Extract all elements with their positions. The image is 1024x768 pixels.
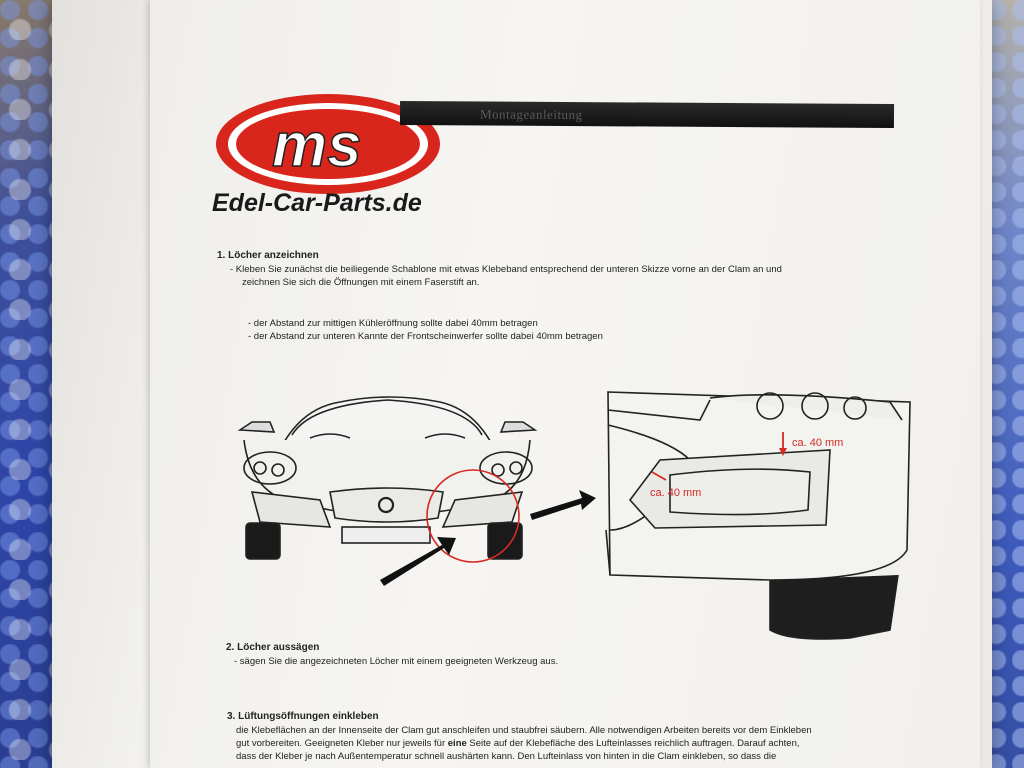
section3-line3: dass der Kleber je nach Außentemperatur …: [236, 751, 777, 762]
document-title: Montageanleitung: [479, 106, 583, 123]
logo-mark: ms: [272, 111, 362, 180]
section2-line1: - sägen Sie die angezeichneten Löcher mi…: [234, 656, 559, 667]
section3-line1: die Klebeflächen an der Innenseite der C…: [236, 725, 812, 736]
title-bar: Montageanleitung: [399, 101, 895, 129]
section1-line1: - Kleben Sie zunächst die beiliegende Sc…: [230, 264, 782, 275]
section3-line2-emphasis: eine: [447, 738, 467, 749]
measure-side-icon: [651, 471, 667, 481]
section1-bullet2: - der Abstand zur unteren Kannte der Fro…: [248, 331, 603, 342]
section1-line2: zeichnen Sie sich die Öffnungen mit eine…: [242, 277, 480, 288]
section3-line2: gut vorbereiten. Geeigneten Kleber nur j…: [236, 738, 800, 750]
section3-heading: 3. Lüftungsöffnungen einkleben: [227, 711, 379, 722]
installation-diagram: ca. 40 mm ca. 40 mm: [237, 391, 911, 640]
section1-heading: 1. Löcher anzeichnen: [217, 250, 319, 261]
section3-line2-part1: gut vorbereiten. Geeigneten Kleber nur j…: [236, 738, 448, 749]
section2-heading: 2. Löcher aussägen: [226, 642, 320, 653]
section3-line2-part2: Seite auf der Klebefläche des Lufteinlas…: [466, 738, 800, 749]
measure-side-label: ca. 40 mm: [650, 487, 701, 499]
pointer-arrow-left: [380, 537, 456, 586]
measure-top-label: ca. 40 mm: [792, 437, 843, 449]
car-front-view: [237, 396, 538, 560]
detail-view: [605, 391, 911, 640]
ms-logo: ms Edel-Car-Parts.de: [212, 94, 440, 217]
highlight-circle: [426, 469, 520, 563]
pointer-arrow-right: [530, 490, 596, 520]
logo-wordmark: Edel-Car-Parts.de: [212, 189, 422, 217]
section1-bullet1: - der Abstand zur mittigen Kühleröffnung…: [248, 318, 538, 329]
